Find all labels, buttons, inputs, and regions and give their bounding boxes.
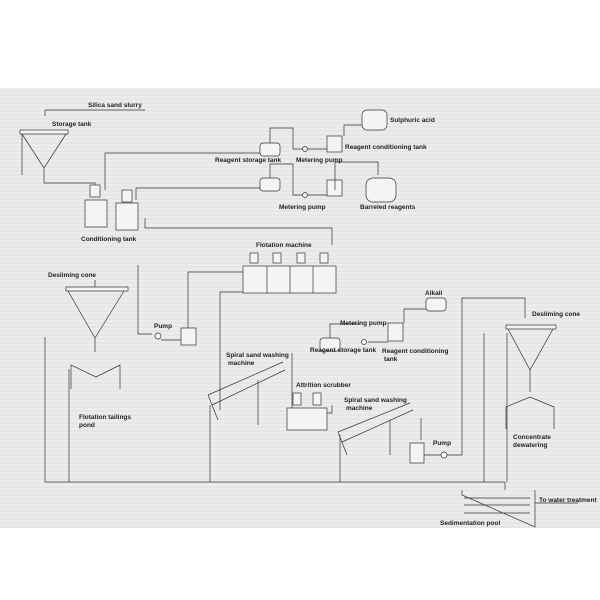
svg-text:Conditioning tank: Conditioning tank <box>81 236 137 243</box>
label-sedimentation-pool: Sedimentation pool <box>440 520 501 527</box>
svg-text:Pump: Pump <box>433 440 451 447</box>
svg-text:Desliming cone: Desliming cone <box>532 311 580 318</box>
label-alkali: Alkali <box>425 290 443 297</box>
svg-text:Sulphuric acid: Sulphuric acid <box>390 117 435 124</box>
svg-text:Reagent conditioning tank: Reagent conditioning tank <box>345 144 427 151</box>
svg-text:Flotation machine: Flotation machine <box>256 242 312 249</box>
label-spiral-sand-washing-1: Spiral sand washing <box>226 352 289 359</box>
attrition-scrubber <box>286 392 328 431</box>
desliming-cone-1 <box>44 265 505 483</box>
diagram-background <box>0 88 600 528</box>
label-flotation-machine: Flotation machine <box>256 242 312 249</box>
conditioning-tanks <box>84 152 333 245</box>
svg-text:Silica sand slurry: Silica sand slurry <box>88 102 142 109</box>
reagent-system-top <box>259 109 397 203</box>
svg-text:Reagent storage tank: Reagent storage tank <box>215 157 281 164</box>
label-concentrate-dewatering-line2: dewatering <box>513 442 547 449</box>
svg-text:Barreled reagents: Barreled reagents <box>360 204 416 211</box>
svg-text:Pump: Pump <box>154 323 172 330</box>
label-reagent-conditioning-tank-2: Reagent conditioning <box>382 348 448 355</box>
label-reagent-conditioning-tank-2-line2: tank <box>384 356 398 363</box>
label-desliming-cone-1: Desliming cone <box>48 272 96 279</box>
svg-text:Attrition scrubber: Attrition scrubber <box>296 382 351 389</box>
label-pump-2: Pump <box>433 440 451 447</box>
label-pump-1: Pump <box>154 323 172 330</box>
label-storage-tank: Storage tank <box>52 121 92 128</box>
label-reagent-storage-tank-2: Reagent storage tank <box>310 347 376 354</box>
label-desliming-cone-2: Desliming cone <box>532 311 580 318</box>
svg-text:Sedimentation pool: Sedimentation pool <box>440 520 501 527</box>
svg-text:Metering pump: Metering pump <box>340 320 387 327</box>
svg-text:Metering pump: Metering pump <box>279 204 326 211</box>
svg-text:Desliming cone: Desliming cone <box>48 272 96 279</box>
svg-text:Metering pump: Metering pump <box>296 157 343 164</box>
label-attrition-scrubber: Attrition scrubber <box>296 382 351 389</box>
label-reagent-storage-tank-1: Reagent storage tank <box>215 157 281 164</box>
svg-text:Reagent storage tank: Reagent storage tank <box>310 347 376 354</box>
reagent-system-mid <box>319 297 447 352</box>
desliming-cone-2 <box>483 324 557 482</box>
label-spiral-sand-washing-1-line2: machine <box>228 360 255 367</box>
sedimentation-pool <box>461 482 578 528</box>
label-metering-pump-3: Metering pump <box>340 320 387 327</box>
label-sulphuric-acid: Sulphuric acid <box>390 117 435 124</box>
svg-text:Storage tank: Storage tank <box>52 121 92 128</box>
label-metering-pump-2: Metering pump <box>279 204 326 211</box>
label-reagent-conditioning-tank-1: Reagent conditioning tank <box>345 144 427 151</box>
label-to-water-treatment: To water treatment <box>539 497 598 504</box>
label-silica-sand-slurry: Silica sand slurry <box>88 102 142 109</box>
label-spiral-sand-washing-2: Spiral sand washing <box>344 397 407 404</box>
label-spiral-sand-washing-2-line2: machine <box>346 405 373 412</box>
label-metering-pump-1: Metering pump <box>296 157 343 164</box>
svg-text:To water treatment: To water treatment <box>539 497 598 504</box>
label-flotation-tailings-pond-line2: pond <box>79 422 95 429</box>
label-concentrate-dewatering: Concentrate <box>513 434 551 441</box>
svg-text:Alkali: Alkali <box>425 290 443 297</box>
label-barreled-reagents: Barreled reagents <box>360 204 416 211</box>
flotation-machine <box>187 252 337 410</box>
label-flotation-tailings-pond: Flotation tailings <box>79 414 131 421</box>
label-conditioning-tank: Conditioning tank <box>81 236 137 243</box>
spiral-sand-washer-2 <box>337 297 526 482</box>
